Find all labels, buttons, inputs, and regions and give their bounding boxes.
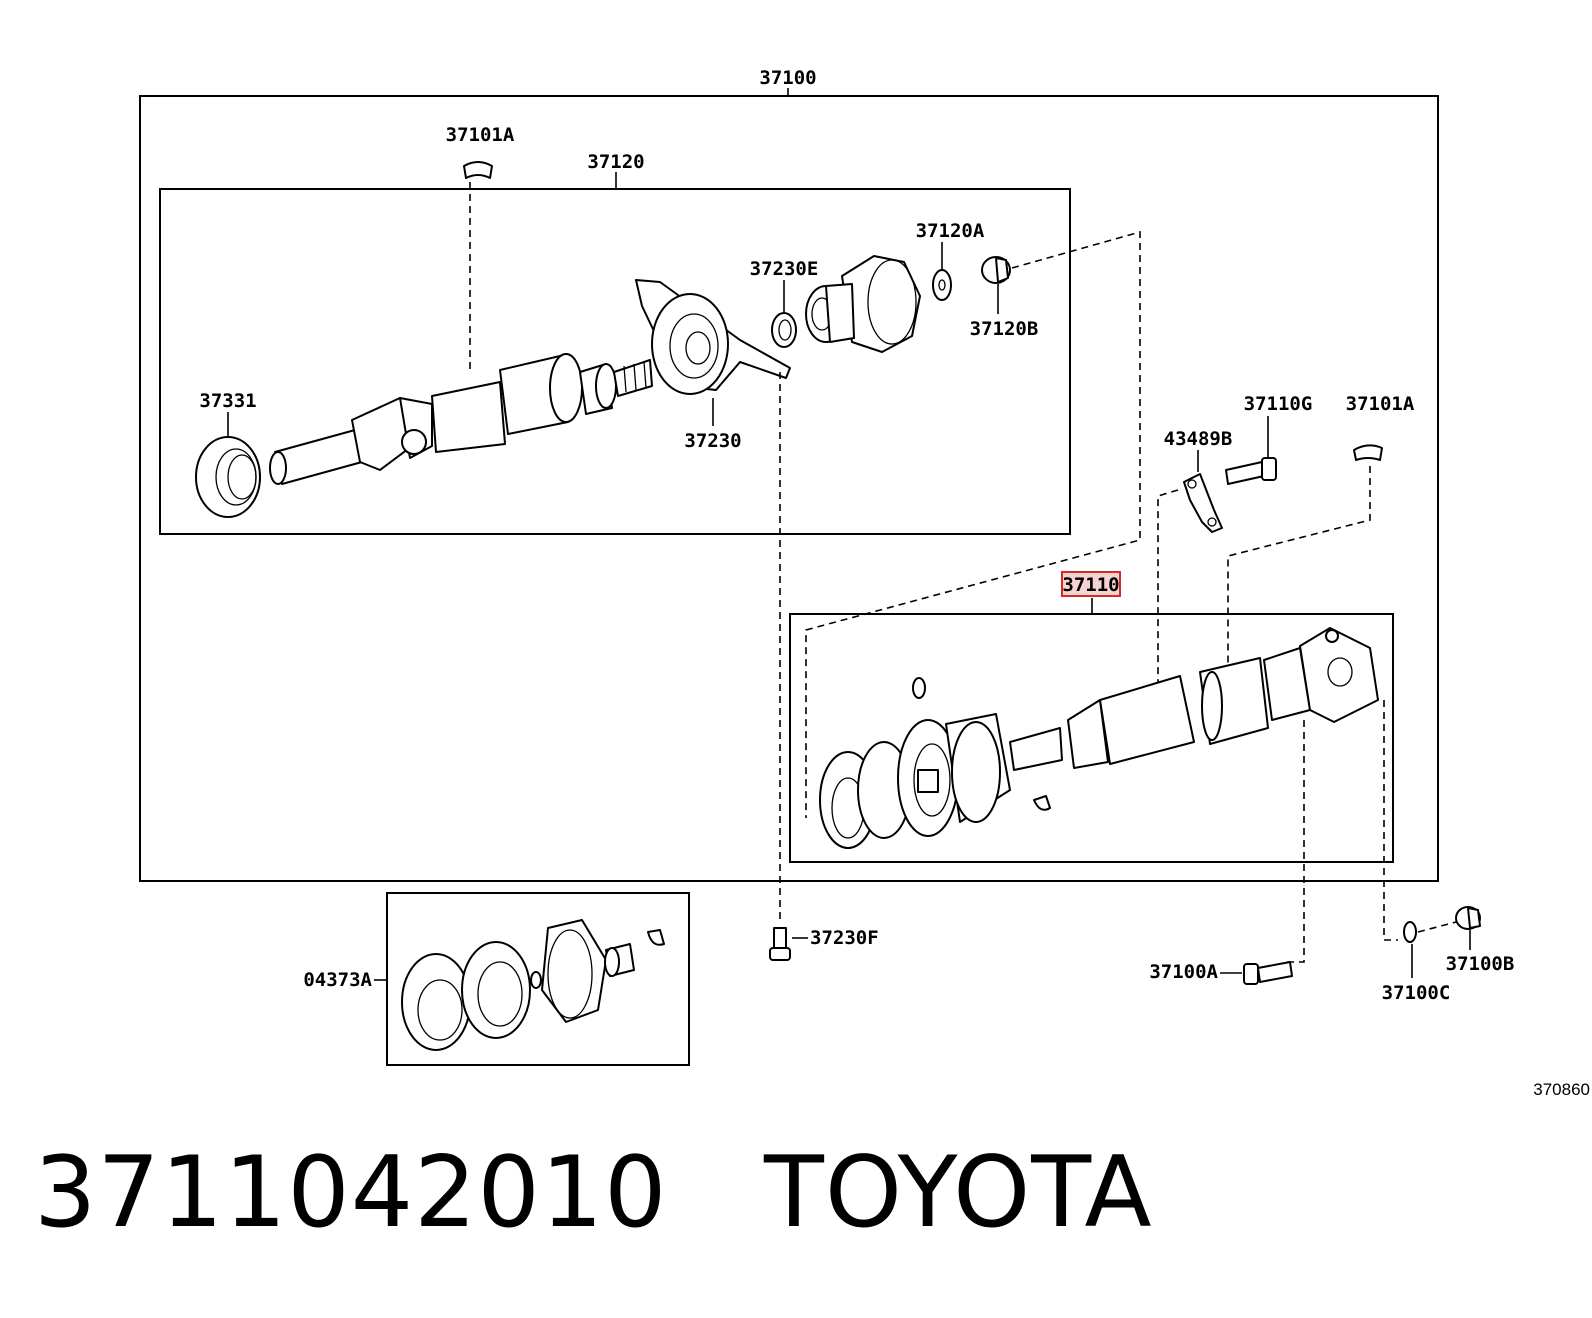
callout-37100C[interactable]: 37100C (1382, 982, 1451, 1004)
front-shaft-part (819, 627, 1379, 849)
callout-04373A[interactable]: 04373A (303, 969, 372, 991)
brand-name: TOYOTA (763, 1136, 1153, 1250)
flange-yoke-part (805, 255, 921, 353)
front-clip-part (912, 677, 1051, 811)
callout-37110[interactable]: 37110 (1062, 574, 1119, 596)
callout-37230E[interactable]: 37230E (750, 258, 819, 280)
callout-37110G[interactable]: 37110G (1244, 393, 1313, 415)
callout-37120[interactable]: 37120 (587, 151, 644, 173)
bolt-f-part (769, 927, 791, 961)
callout-37100B[interactable]: 37100B (1446, 953, 1515, 975)
ring-e-part (771, 312, 797, 348)
callout-43489B[interactable]: 43489B (1164, 428, 1233, 450)
cover-top-part (463, 161, 493, 179)
cover-right-part (1353, 444, 1383, 461)
joint-kit-frame (386, 892, 690, 1066)
callout-37101A-top[interactable]: 37101A (446, 124, 515, 146)
assembly-frame (139, 95, 1439, 882)
joint-kit-part (401, 919, 665, 1051)
callout-37101A-right[interactable]: 37101A (1346, 393, 1415, 415)
washer-100c-part (1403, 921, 1417, 943)
plate-part (1183, 473, 1223, 533)
nut-100b-part (1455, 906, 1481, 930)
callout-37230F[interactable]: 37230F (810, 927, 879, 949)
washer-a-part (932, 269, 952, 301)
callout-37230[interactable]: 37230 (684, 430, 741, 452)
part-number: 3711042010 (34, 1136, 668, 1250)
seal-part (195, 436, 261, 518)
reference-code: 370860 (1533, 1080, 1590, 1099)
title-line: 3711042010 TOYOTA (34, 1136, 1153, 1250)
rear-shaft-frame (159, 188, 1071, 535)
callout-37100[interactable]: 37100 (759, 67, 816, 89)
nut-b-part (981, 256, 1011, 284)
center-bearing-part (635, 279, 791, 395)
callout-37120A[interactable]: 37120A (916, 220, 985, 242)
bolt-a-part (1243, 961, 1293, 985)
callout-37100A[interactable]: 37100A (1149, 961, 1218, 983)
callout-37120B[interactable]: 37120B (970, 318, 1039, 340)
bolt-g-part (1225, 457, 1277, 485)
highlight-box (1061, 571, 1121, 597)
callout-37331[interactable]: 37331 (199, 390, 256, 412)
rear-shaft-part (269, 353, 653, 485)
